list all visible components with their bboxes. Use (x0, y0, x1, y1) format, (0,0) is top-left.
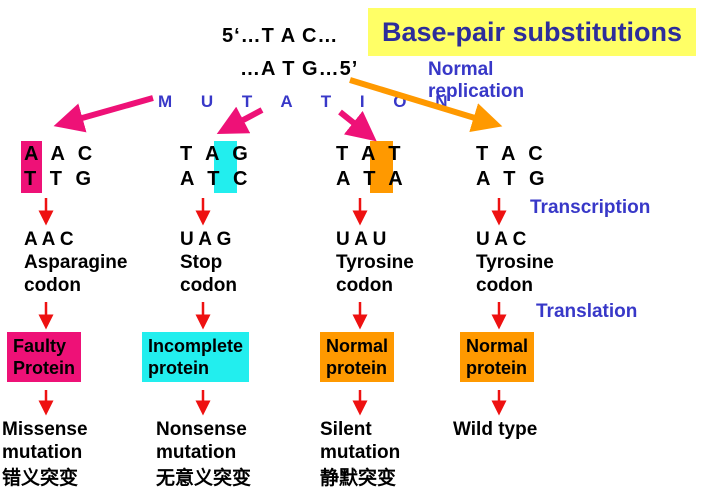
col1-protein-line1: Faulty (13, 336, 67, 356)
col2-amino-acid: Stop (180, 252, 223, 273)
col2-dna-top: T A G (180, 143, 252, 165)
col2-dna-bottom: A T C (180, 168, 252, 190)
mutation-label: M U T A T I O N (158, 92, 460, 111)
top-strand: 5‘…T A C… (222, 25, 339, 47)
col4-mrna: U A C (476, 229, 527, 250)
translation-label: Translation (536, 301, 638, 322)
normal-replication-line2: replication (428, 81, 525, 102)
col3-result-line2: mutation (320, 442, 401, 463)
col2-protein-line2: protein (148, 358, 209, 378)
col2-result-line1: Nonsense (156, 419, 247, 440)
col3-dna-bottom: A T A (336, 168, 407, 190)
col3-amino-acid: Tyrosine (336, 252, 414, 273)
col4-protein-line2: protein (466, 358, 527, 378)
col1-protein-box: Faulty Protein (7, 332, 82, 382)
col1-protein-line2: Protein (13, 358, 76, 378)
col4-protein-line1: Normal (466, 336, 529, 356)
col4-dna-bottom: A T G (476, 168, 549, 190)
col1-result-line2: mutation (2, 442, 83, 463)
col1-amino-acid: Asparagine (24, 252, 128, 273)
col3-chinese: 静默突变 (320, 467, 397, 489)
bottom-strand: …A T G…5’ (240, 58, 359, 80)
mutation-arrow-2 (216, 106, 264, 135)
mutation-arrow-1 (53, 95, 154, 133)
col2-mrna: U A G (180, 229, 232, 250)
col2-codon: codon (180, 275, 237, 296)
col1-result-line1: Missense (2, 419, 88, 440)
col1-codon: codon (24, 275, 81, 296)
col1-mrna: A A C (24, 229, 74, 250)
replication-arrow (349, 77, 503, 132)
col4-protein-box: Normal protein (460, 332, 535, 382)
transcription-label: Transcription (530, 197, 651, 218)
col1-chinese: 错义突变 (2, 467, 79, 489)
col4-codon: codon (476, 275, 533, 296)
col3-mrna: U A U (336, 229, 387, 250)
col2-protein-box: Incomplete protein (142, 332, 250, 382)
col2-result-line2: mutation (156, 442, 237, 463)
mutation-arrow-3 (338, 109, 377, 142)
col4-amino-acid: Tyrosine (476, 252, 554, 273)
highlight-col3 (370, 141, 393, 193)
col2-protein-line1: Incomplete (148, 336, 244, 356)
col3-dna-top: T A T (336, 143, 405, 165)
col3-codon: codon (336, 275, 393, 296)
col2-chinese: 无意义突变 (156, 467, 252, 489)
col4-dna-top: T A C (476, 143, 547, 165)
highlight-col1 (21, 141, 42, 193)
title-banner: Base-pair substitutions (368, 8, 696, 56)
col3-result-line1: Silent (320, 419, 372, 440)
col1-dna-bottom: T T G (24, 168, 96, 190)
col4-result-line1: Wild type (453, 419, 538, 440)
normal-replication-line1: Normal (428, 59, 494, 80)
col3-protein-box: Normal protein (320, 332, 395, 382)
col1-dna-top: A A C (24, 143, 97, 165)
col3-protein-line1: Normal (326, 336, 389, 356)
highlight-col2 (214, 141, 237, 193)
col3-protein-line2: protein (326, 358, 387, 378)
